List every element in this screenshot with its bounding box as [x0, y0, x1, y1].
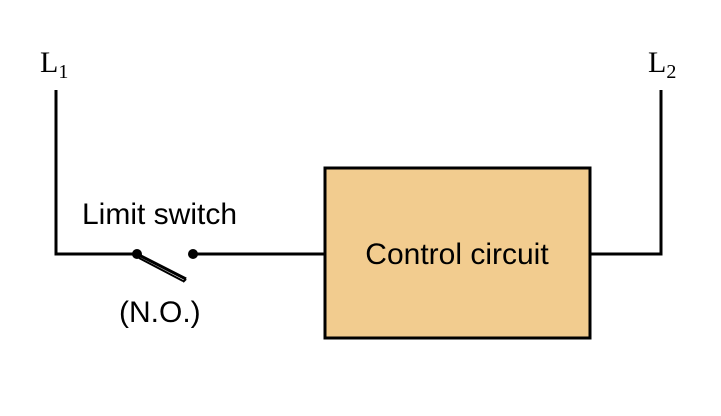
right-rail-letter: L: [648, 46, 666, 79]
left-rail-wire: [54, 90, 137, 256]
right-rail-wire: [590, 90, 663, 256]
switch-state-label: (N.O.): [119, 296, 201, 329]
control-circuit-box: [323, 166, 592, 340]
switch-blade-lower: [138, 257, 184, 282]
switch-label: Limit switch: [82, 198, 237, 231]
switch-blade: [136, 252, 187, 281]
left-rail-label: L1: [40, 46, 68, 83]
right-rail-subscript: 2: [666, 61, 676, 83]
switch-blade-tip: [182, 278, 187, 283]
left-rail-letter: L: [40, 46, 58, 79]
right-rail-label: L2: [648, 46, 676, 83]
control-circuit-label: Control circuit: [365, 238, 549, 271]
left-rail-subscript: 1: [58, 61, 68, 83]
